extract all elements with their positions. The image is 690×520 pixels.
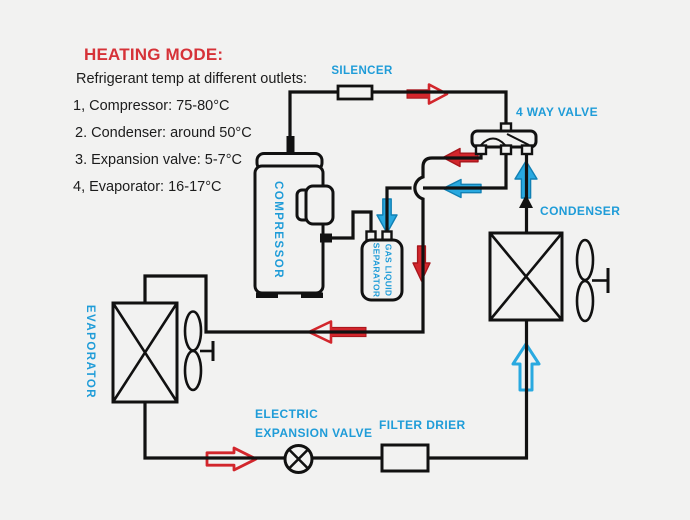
- note-expansion-valve-temp: 3. Expansion valve: 5-7°C: [75, 152, 242, 168]
- gas-liquid-separator-label: GAS LIQUID SEPARATOR: [371, 243, 394, 298]
- filter-drier-label: FILTER DRIER: [379, 418, 466, 432]
- condenser-coil-symbol: [488, 231, 564, 322]
- note-compressor-temp: 1, Compressor: 75-80°C: [73, 98, 230, 114]
- pipe-evaporator-bottom: [143, 402, 284, 460]
- evaporator-coil-symbol: [111, 301, 179, 404]
- note-evaporator-temp: 4, Evaporator: 16-17°C: [73, 179, 222, 195]
- expansion-valve-symbol: [283, 444, 314, 474]
- filter-drier-symbol: [380, 443, 430, 473]
- compressor-label: COMPRESSOR: [272, 180, 284, 280]
- evaporator-fan-icon: [183, 310, 215, 392]
- pipe-suction: [385, 150, 508, 234]
- red-arrow-right-icon: [406, 83, 449, 105]
- compressor-symbol: [253, 136, 335, 298]
- black-arrowhead-up-icon: [519, 194, 533, 208]
- silencer-label: SILENCER: [331, 65, 393, 77]
- pipes: [143, 90, 529, 460]
- pipe-hot-to-evaporator: [143, 149, 483, 334]
- gas-liquid-separator-symbol: [360, 230, 404, 302]
- pipe-separator-compressor: [332, 210, 373, 240]
- electric-expansion-valve-label-line2: EXPANSION VALVE: [255, 426, 373, 440]
- four-way-valve-label: 4 WAY VALVE: [516, 105, 598, 119]
- pipe-condenser-bottom: [428, 320, 529, 460]
- evaporator-label: EVAPORATOR: [84, 304, 96, 400]
- note-condenser-temp: 2. Condenser: around 50°C: [75, 125, 252, 141]
- gas-liquid-separator-label-line2: SEPARATOR: [372, 242, 382, 298]
- electric-expansion-valve-label-line1: ELECTRIC: [255, 407, 319, 421]
- condenser-fan-icon: [575, 238, 610, 323]
- condenser-label: CONDENSER: [540, 204, 621, 218]
- gas-liquid-separator-label-line1: GAS LIQUID: [383, 243, 394, 297]
- notes-intro: Refrigerant temp at different outlets:: [76, 71, 308, 87]
- page-title: HEATING MODE:: [84, 45, 224, 64]
- pipe-discharge: [288, 90, 508, 141]
- silencer-symbol: [336, 84, 374, 101]
- four-way-valve-symbol: [470, 122, 538, 156]
